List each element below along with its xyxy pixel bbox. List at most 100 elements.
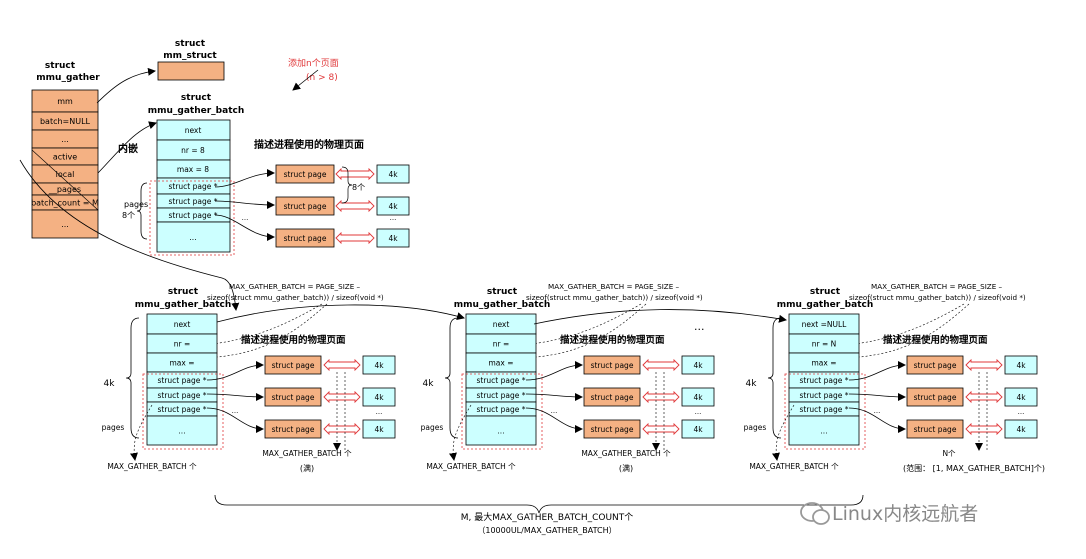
local-right-count: 8个 <box>352 183 365 192</box>
double-arrow-shape <box>323 422 361 436</box>
struct-page-box <box>906 355 964 375</box>
page-4k-label: 4k <box>1016 361 1026 370</box>
batch-desc: 描述进程使用的物理页面 <box>241 334 346 346</box>
double-arrow <box>323 390 361 404</box>
page-arrow <box>206 407 264 433</box>
batch-field-label: ... <box>820 427 827 436</box>
batch-note: (范围： [1, MAX_GATHER_BATCH]个) <box>903 463 1045 473</box>
watermark: Linux内核远航者 <box>800 502 978 525</box>
double-arrow-shape <box>323 390 361 404</box>
double-arrow-shape <box>965 390 1003 404</box>
batch-note: (满) <box>619 463 633 473</box>
struct-page-box <box>264 387 322 407</box>
side-brace <box>767 317 782 439</box>
page-arrow <box>848 407 906 433</box>
page-4k-label: 4k <box>374 425 384 434</box>
batch-4k-side: 4k <box>104 379 116 389</box>
batch-bottom-right: MAX_GATHER_BATCH 个 <box>581 449 671 458</box>
batch-note: (满) <box>300 463 314 473</box>
batch-formula-1: MAX_GATHER_BATCH = PAGE_SIZE – <box>871 282 1003 291</box>
dots-left: ... <box>232 407 239 415</box>
page-4k-label: 4k <box>374 393 384 402</box>
batch-title-1: struct <box>168 287 199 297</box>
double-arrow <box>642 422 680 436</box>
side-brace <box>444 317 459 439</box>
local-batch-title-2: mmu_gather_batch <box>148 106 245 116</box>
page-4k-box <box>1004 419 1038 439</box>
page-4k-box <box>681 355 715 375</box>
mmu-gather-title-2: mmu_gather <box>36 73 100 83</box>
batch-field <box>788 415 860 446</box>
local-batch-field-label: struct page * <box>169 182 218 191</box>
page-arrow <box>525 407 583 433</box>
batch-pages-label: pages <box>102 423 125 432</box>
local-batch-title-1: struct <box>181 93 212 103</box>
pages-pointer <box>449 404 472 461</box>
batch-field-label: next =NULL <box>802 320 848 329</box>
struct-page-label: struct page <box>591 425 634 434</box>
side-brace <box>125 317 140 439</box>
page-4k-label: 4k <box>693 425 703 434</box>
local-4k-box <box>376 228 410 248</box>
batch-field-label: ... <box>497 427 504 436</box>
dots-left: ... <box>551 407 558 415</box>
struct-page-label: struct page <box>591 361 634 370</box>
batch-field-label: struct page * <box>800 376 849 385</box>
local-batch-field <box>156 221 231 253</box>
local-brace <box>136 182 148 240</box>
batch-field-label: nr = <box>493 340 510 349</box>
struct-page-label: struct page <box>272 393 315 402</box>
embed-arrow <box>97 121 157 174</box>
formula-pointer <box>204 303 328 359</box>
batch-bottom-right: N个 <box>942 449 956 458</box>
batch-field-label: max = <box>169 359 194 368</box>
mmu-gather-title-1: struct <box>45 61 76 71</box>
batch-field-label: struct page * <box>158 391 207 400</box>
local-4k-label: 4k <box>388 234 398 243</box>
mmu-gather-field <box>31 209 99 239</box>
local-batch-field-label: max = 8 <box>177 165 209 174</box>
page-4k-box <box>1004 387 1038 407</box>
local-desc: 描述进程使用的物理页面 <box>254 138 364 151</box>
local-batch-field-label: ... <box>189 233 196 242</box>
local-double-arrow <box>335 167 375 181</box>
double-arrow-shape <box>335 199 375 213</box>
double-arrow <box>323 422 361 436</box>
double-arrow-shape <box>965 422 1003 436</box>
local-count-label: 8个 <box>122 211 135 220</box>
local-4k-label: 4k <box>388 202 398 211</box>
batch-field-label: struct page * <box>477 376 526 385</box>
formula-pointer <box>523 303 647 359</box>
local-pages-label: pages <box>124 200 148 209</box>
page-4k-label: 4k <box>1016 425 1026 434</box>
batch-bottom-left: MAX_GATHER_BATCH 个 <box>107 462 197 471</box>
struct-page-label: struct page <box>272 361 315 370</box>
struct-page-box <box>264 355 322 375</box>
batch-field-label: struct page * <box>800 391 849 400</box>
double-arrow <box>965 358 1003 372</box>
bottom-brace <box>214 494 864 514</box>
batch-4k-side: 4k <box>746 379 758 389</box>
bottom-total-line2: （10000UL/MAX_GATHER_BATCH） <box>477 526 616 535</box>
mm-struct: struct mm_struct <box>157 39 225 81</box>
local-struct-page-label: struct page <box>284 170 327 179</box>
batch-bottom-left: MAX_GATHER_BATCH 个 <box>749 462 839 471</box>
mm-struct-title-1: struct <box>175 39 206 49</box>
batch-field-label: max = <box>811 359 836 368</box>
mmu-gather-struct: struct mmu_gather mmbatch=NULL...activel… <box>31 61 100 239</box>
batch-formula-1: MAX_GATHER_BATCH = PAGE_SIZE – <box>229 282 361 291</box>
mmu-gather-field-label: ... <box>61 135 69 144</box>
mmu-gather-field-label: active <box>53 153 77 162</box>
page-4k-box <box>362 387 396 407</box>
double-arrow-shape <box>642 422 680 436</box>
batch-field-label: ... <box>178 427 185 436</box>
local-double-arrow <box>335 199 375 213</box>
batch-field-label: struct page * <box>158 405 207 414</box>
local-4k-box <box>376 164 410 184</box>
page-4k-box <box>681 419 715 439</box>
double-arrow <box>642 358 680 372</box>
page-4k-box <box>1004 355 1038 375</box>
